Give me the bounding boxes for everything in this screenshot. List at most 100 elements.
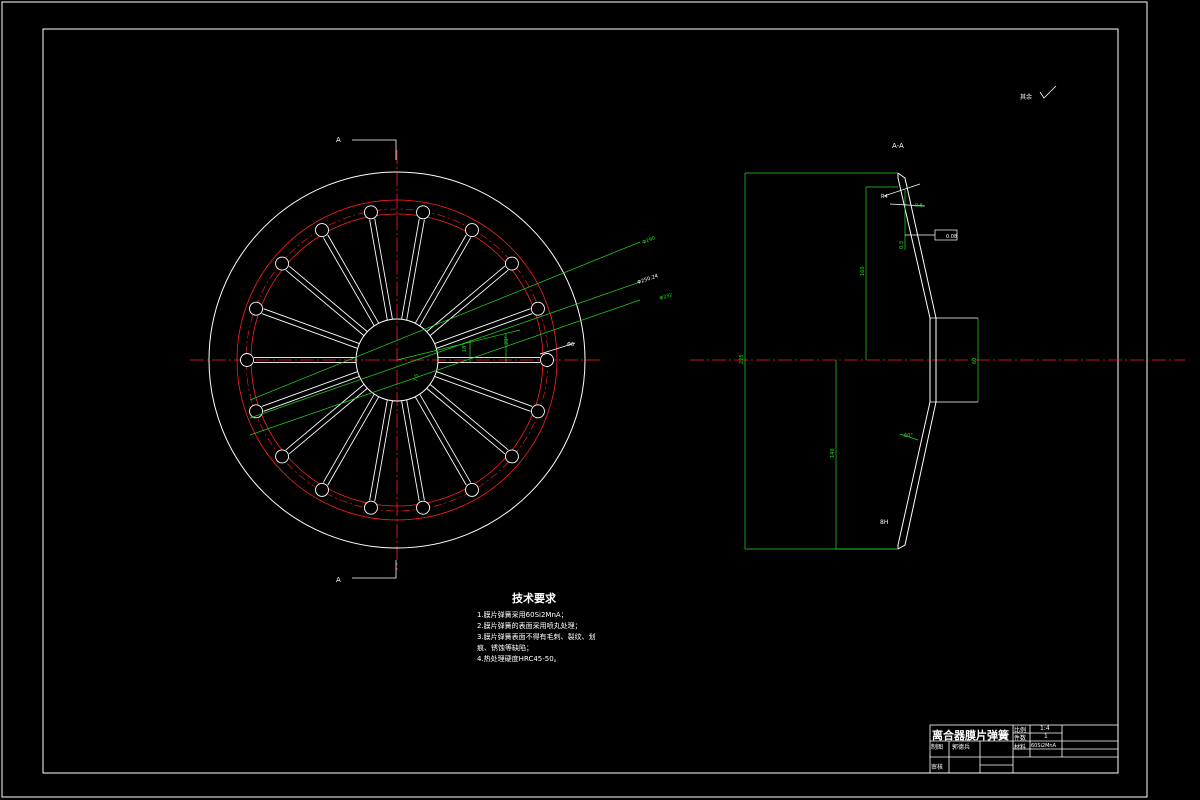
finger-slot-edge <box>414 396 467 486</box>
finger-slot-edge <box>406 219 425 321</box>
outer-border <box>1 1 1148 798</box>
finger-slot-edge <box>263 308 360 344</box>
finger-slots <box>254 218 540 502</box>
slot-end-hole <box>275 256 290 271</box>
tech-requirement-item: 4.热处理硬度HRC45-50。 <box>477 655 561 663</box>
inner-border <box>42 28 1119 774</box>
finger-slot-edge <box>288 265 368 332</box>
finger-slot-edge <box>401 218 420 320</box>
slot-end-hole <box>416 205 430 220</box>
spring-profile-back-edge <box>897 172 937 550</box>
quantity-value: 1 <box>1044 733 1048 740</box>
dim-angle-18: 18° <box>462 343 468 352</box>
dim-phi250: Φ250.24 <box>637 273 659 286</box>
section-label-bottom: A <box>336 576 341 584</box>
finger-slot-edge <box>369 219 388 321</box>
section-label-aa: A-A <box>892 142 904 150</box>
hub-circle <box>355 318 439 402</box>
slot-end-hole <box>504 256 519 271</box>
finger-slot-edge <box>322 393 375 483</box>
slot-end-hole <box>531 404 545 419</box>
finger-slot-edge <box>374 218 393 320</box>
finger-slot-edge <box>369 399 388 501</box>
tech-requirement-item: 痕、锈蚀等缺陷； <box>477 644 533 652</box>
finger-slot-edge <box>429 384 509 451</box>
dim-0-3: 0.3 <box>899 241 905 249</box>
slot-end-holes <box>240 205 554 515</box>
section-marker-top <box>352 139 397 579</box>
slot-end-hole <box>465 482 479 497</box>
side-dimension-text: R4 0.6 0.3 160 225 140 60 60° 8H 0.08 <box>739 194 978 526</box>
finger-slot-edge <box>436 371 533 407</box>
slot-end-hole <box>240 353 254 367</box>
scale-label: 比例 <box>1014 727 1027 734</box>
roughness-note: 其余 <box>1020 93 1032 101</box>
dim-phi290: Φ290 <box>642 235 657 246</box>
dim-r4: R4 <box>881 194 888 200</box>
slot-end-hole <box>531 301 545 316</box>
front-dimension-text: Φ290 Φ250.24 Φ232 18° 20° 7.5 Φ6 <box>413 235 673 382</box>
scale-value: 1:4 <box>1040 725 1050 732</box>
dim-angle-20: 20° <box>504 336 510 345</box>
drawn-value: 郭德兵 <box>952 744 971 751</box>
material-value: 60Si2MnA <box>1031 743 1057 749</box>
tech-requirement-item: 2.膜片弹簧的表面采用喷丸处理； <box>477 622 582 630</box>
finger-slot-edge <box>285 384 365 451</box>
tech-requirements-list: 1.膜片弹簧采用60Si2MnA； 2.膜片弹簧的表面采用喷丸处理； 3.膜片弹… <box>477 610 637 665</box>
dim-225: 225 <box>739 354 745 364</box>
slot-end-hole <box>275 449 290 464</box>
front-dimension-lines <box>249 241 641 436</box>
finger-slot-edge <box>327 234 380 324</box>
tech-requirement-item: 1.膜片弹簧采用60Si2MnA； <box>477 611 568 619</box>
finger-slot-edge <box>429 269 509 336</box>
part-name: 离合器膜片弹簧 <box>932 729 1009 742</box>
dim-60: 60 <box>972 358 978 364</box>
finger-slot-edge <box>285 269 365 336</box>
slot-end-hole <box>504 449 519 464</box>
quantity-label: 件数 <box>1014 735 1027 742</box>
drawn-label: 制图 <box>931 744 944 751</box>
material-label: 材料 <box>1014 744 1027 751</box>
finger-slot-edge <box>322 237 375 327</box>
dim-angle-60: 60° <box>904 433 913 439</box>
slot-end-hole <box>364 205 378 220</box>
outer-circle <box>208 171 586 549</box>
finger-slot-edge <box>327 396 380 486</box>
finger-slot-edge <box>419 237 472 327</box>
finger-slot-edge <box>419 393 472 483</box>
finger-slot-edge <box>263 376 360 412</box>
dim-140: 140 <box>830 448 836 458</box>
finger-slot-edge <box>374 400 393 502</box>
dim-leader-phi6 <box>539 342 576 355</box>
slot-end-hole <box>465 223 479 238</box>
finger-slot-edge <box>434 376 531 412</box>
finger-slot-edge <box>261 313 358 349</box>
slot-end-hole <box>540 353 554 367</box>
tech-requirement-item: 3.膜片弹簧表面不得有毛刺、裂纹、划 <box>477 633 596 641</box>
side-dimension-lines <box>744 172 979 550</box>
front-view <box>190 150 641 570</box>
finger-slot-edge <box>401 400 420 502</box>
checked-label: 审核 <box>931 764 944 771</box>
dim-7-5: 7.5 <box>413 373 420 382</box>
spring-profile-front-edge <box>897 173 931 549</box>
finger-slot-edge <box>434 308 531 344</box>
tol-0-08: 0.08 <box>946 234 957 240</box>
finger-slot-edge <box>406 399 425 501</box>
finger-slot-edge <box>426 388 506 455</box>
dim-160: 160 <box>860 266 866 276</box>
dim-phi232: Φ232 <box>659 292 674 302</box>
dim-8h: 8H <box>880 519 888 526</box>
slot-end-hole <box>249 301 263 316</box>
side-leaders <box>883 183 958 241</box>
title-block <box>929 724 1119 774</box>
section-label-top: A <box>336 136 341 144</box>
finger-slot-edge <box>426 265 506 332</box>
slot-end-hole <box>315 482 329 497</box>
finger-slot-edge <box>414 234 467 324</box>
dim-0-6: 0.6 <box>915 203 923 209</box>
slot-end-hole <box>364 500 378 515</box>
finger-slot-edge <box>436 313 533 349</box>
tech-requirements-title: 技术要求 <box>512 592 556 605</box>
